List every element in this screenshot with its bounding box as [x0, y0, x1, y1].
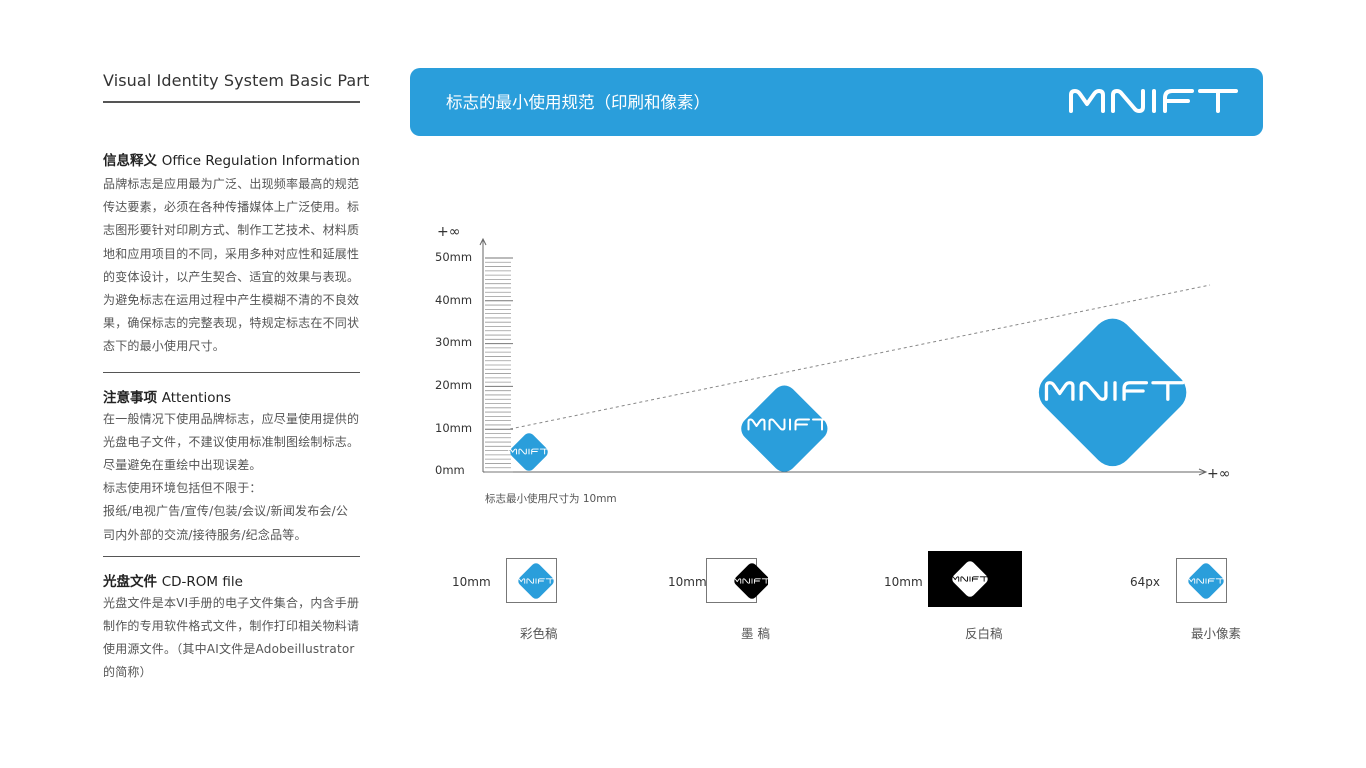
minimum-size-diagram: +∞ +∞ 50mm 40mm 30mm 20mm 10mm 0mm 标志最小使…: [435, 224, 1230, 505]
paragraph-line: 报纸/电视广告/宣传/包装/会议/新闻发布会/公: [103, 504, 349, 519]
x-axis-infinity-label: +∞: [1207, 466, 1230, 482]
variant-color-logo: [506, 558, 557, 603]
y-tick-label: 30mm: [435, 335, 472, 349]
section-heading-en: Attentions: [161, 389, 232, 406]
variant-pixel-logo: [1176, 558, 1227, 603]
paragraph-line: 光盘电子文件，不建议使用标准制图绘制标志。: [103, 434, 360, 449]
section-divider: [103, 555, 360, 557]
scale-guide-line: [509, 284, 1211, 430]
logo-diamond-large: [1038, 318, 1187, 467]
section-cd-rom: 光盘文件 CD-ROM file 光盘文件是本VI手册的电子文件集合，内含手册 …: [103, 570, 360, 685]
paragraph-line: 志图形要针对印刷方式、制作工艺技术、材料质: [103, 223, 360, 238]
y-tick-label: 10mm: [435, 421, 472, 435]
variant-size-label: 10mm: [884, 575, 923, 589]
paragraph-line: 在一般情况下使用品牌标志，应尽量使用提供的: [103, 411, 360, 426]
variant-size-label: 10mm: [668, 575, 707, 589]
section-heading: 光盘文件 CD-ROM file: [103, 570, 360, 590]
minimum-size-caption: 标志最小使用尺寸为 10mm: [485, 492, 617, 505]
variant-reverse-logo: [928, 551, 1022, 607]
paragraph-line: 的简称）: [103, 665, 152, 680]
paragraph-line: 司内外部的交流/接待服务/纪念品等。: [103, 527, 307, 542]
section-heading: 注意事项 Attentions: [103, 386, 360, 406]
section-heading-cn: 注意事项: [103, 389, 157, 406]
paragraph-line: 品牌标志是应用最为广泛、出现频率最高的规范: [103, 177, 360, 191]
section-heading-cn: 光盘文件: [103, 573, 157, 590]
title-divider: [103, 101, 360, 103]
section-office-regulation: 信息释义 Office Regulation Information 品牌标志是…: [103, 149, 360, 359]
variant-size-label: 10mm: [452, 575, 491, 589]
sidebar: Visual Identity System Basic Part 信息释义 O…: [103, 70, 370, 685]
header-banner: 标志的最小使用规范（印刷和像素）: [410, 68, 1263, 136]
logo-diamond-medium: [741, 385, 832, 472]
variant-caption: 墨 稿: [741, 626, 770, 641]
section-attentions: 注意事项 Attentions 在一般情况下使用品牌标志，应尽量使用提供的 光盘…: [103, 386, 360, 547]
y-tick-label: 0mm: [435, 463, 465, 477]
variant-caption: 反白稿: [965, 626, 1003, 641]
paragraph-line: 尽量避免在重绘中出现误差。: [103, 458, 262, 473]
logo-diamond-small: [508, 433, 550, 471]
section-heading: 信息释义 Office Regulation Information: [103, 149, 360, 169]
section-divider: [103, 371, 360, 373]
paragraph-line: 的变体设计，以产生契合、适宜的效果与表现。: [103, 269, 360, 284]
paragraph-line: 为避免标志在运用过程中产生模糊不清的不良效: [103, 293, 360, 308]
paragraph-line: 果，确保标志的完整表现，特规定标志在不同状: [103, 316, 360, 331]
y-tick-label: 20mm: [435, 378, 472, 392]
ruler-scale: [485, 257, 513, 473]
sidebar-title: Visual Identity System Basic Part: [103, 71, 370, 90]
y-axis-arrow: [479, 237, 487, 246]
y-axis-infinity-label: +∞: [437, 224, 460, 240]
paragraph-line: 地和应用项目的不同，采用多种对应性和延展性: [103, 246, 360, 261]
variant-caption: 最小像素: [1191, 626, 1242, 641]
brand-logo-wordmark: [1069, 89, 1238, 113]
variant-black-logo: [706, 558, 768, 603]
variant-size-label: 64px: [1130, 575, 1160, 589]
y-tick-label: 50mm: [435, 250, 472, 264]
banner-title: 标志的最小使用规范（印刷和像素）: [446, 93, 710, 112]
paragraph-line: 制作的专用软件格式文件，制作打印相关物料请: [103, 619, 360, 634]
section-heading-en: Office Regulation Information: [161, 153, 360, 169]
x-axis-arrow: [1198, 468, 1208, 476]
paragraph-line: 光盘文件是本VI手册的电子文件集合，内含手册: [103, 595, 360, 610]
paragraph-line: 标志使用环境包括但不限于：: [103, 481, 262, 496]
paragraph-line: 传达要素，必须在各种传播媒体上广泛使用。标: [103, 200, 360, 215]
paragraph-line: 使用源文件。（其中AI文件是Adobeillustrator: [103, 642, 355, 657]
logo-variants-row: 10mm 彩色稿 10mm 墨 稿 10mm 反白稿 64px: [410, 550, 1270, 650]
paragraph-line: 态下的最小使用尺寸。: [103, 339, 226, 354]
section-heading-cn: 信息释义: [103, 153, 157, 169]
variant-caption: 彩色稿: [520, 626, 558, 641]
y-tick-label: 40mm: [435, 293, 472, 307]
section-heading-en: CD-ROM file: [161, 573, 243, 590]
